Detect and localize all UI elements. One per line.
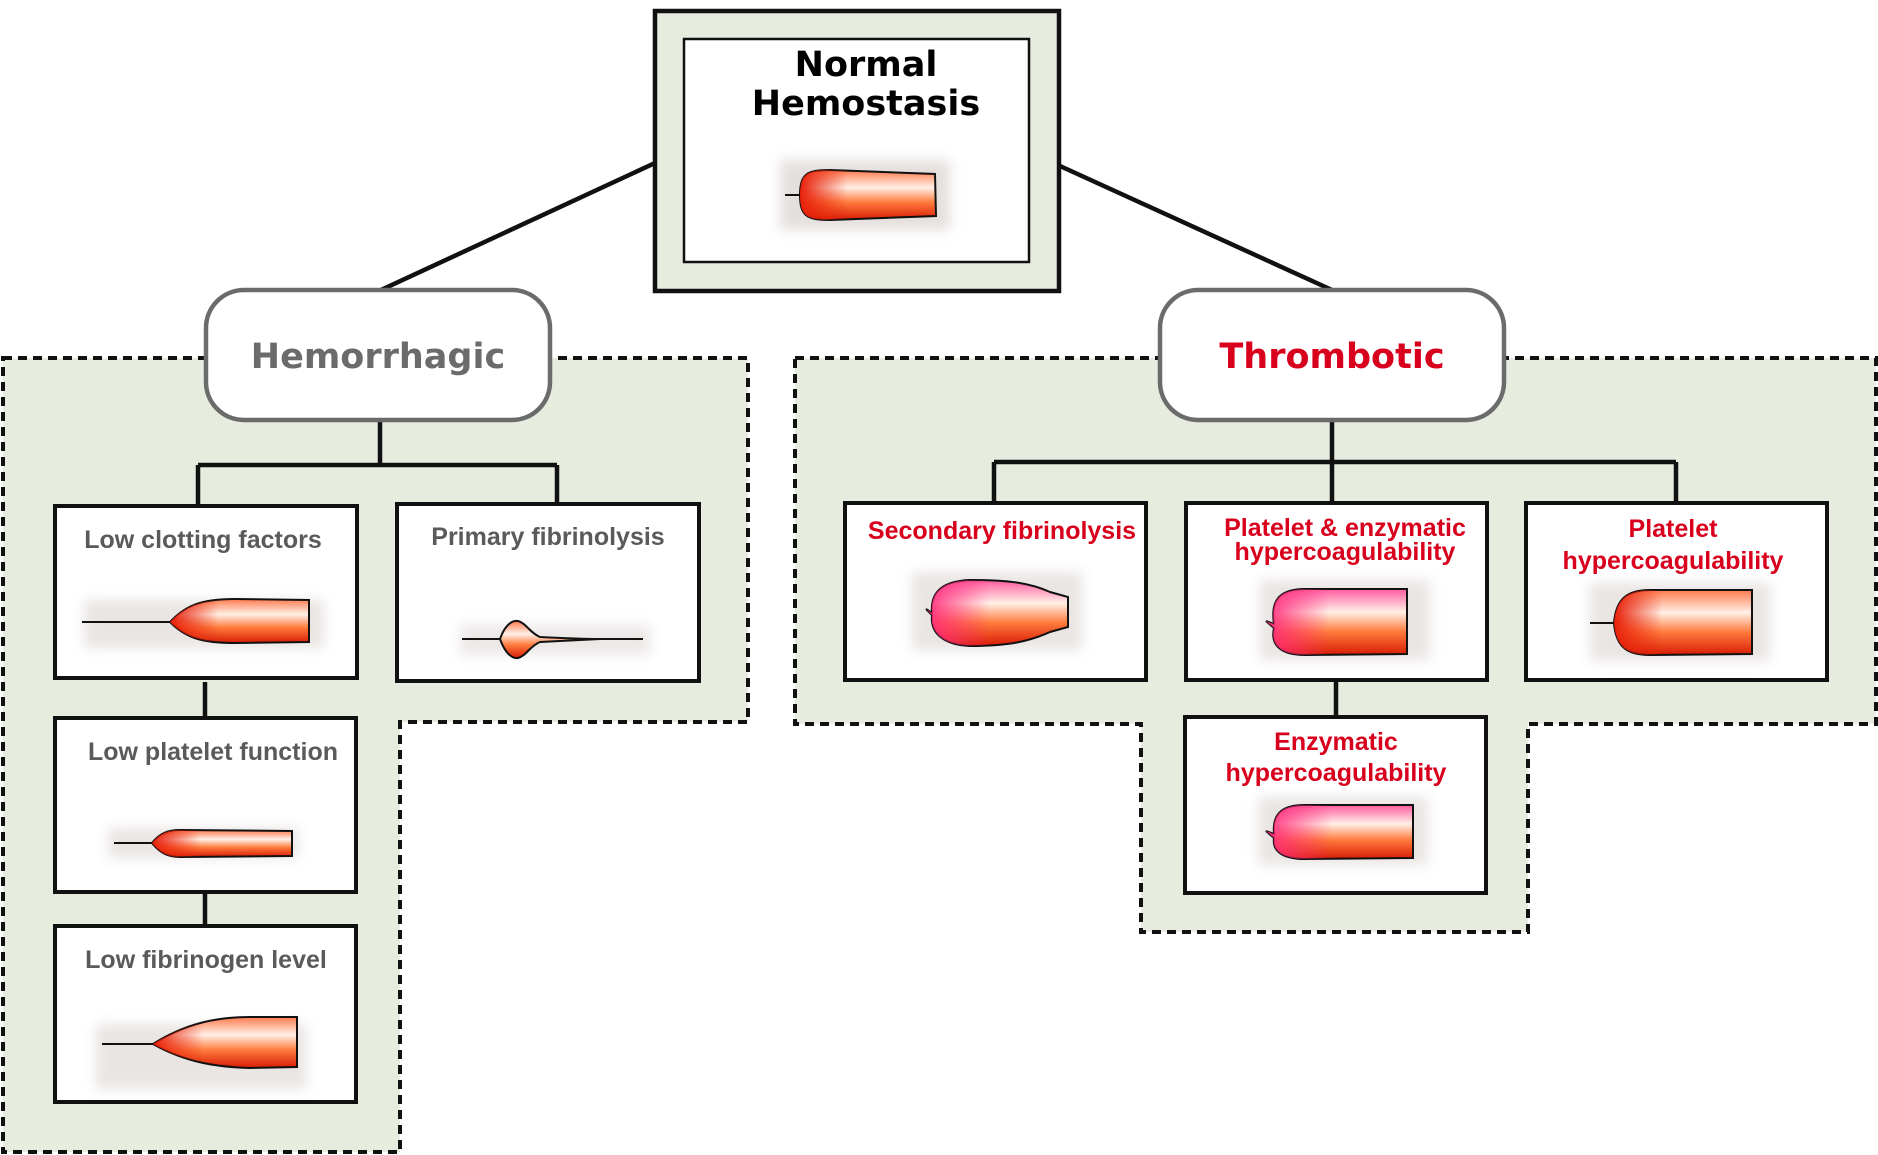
teg-trace-icon	[780, 160, 950, 230]
platelet-enzymatic-label-line1: Platelet & enzymatic	[1224, 514, 1466, 542]
primary-fibrinolysis-node: Primary fibrinolysis	[395, 502, 701, 683]
platelet-hypercoagulability-label-line2: hypercoagulability	[1563, 547, 1784, 575]
low-platelet-function-label: Low platelet function	[88, 738, 338, 766]
teg-trace-icon	[1258, 797, 1428, 865]
low-clotting-factors-label: Low clotting factors	[84, 526, 322, 554]
root-node: Normal Hemostasis	[652, 8, 1062, 294]
platelet-hypercoagulability-label-line1: Platelet	[1629, 515, 1719, 543]
teg-trace-icon	[1590, 583, 1770, 661]
teg-trace-icon	[96, 1016, 306, 1089]
low-platelet-function-node: Low platelet function	[53, 716, 358, 894]
hemorrhagic-title: Hemorrhagic	[251, 337, 505, 377]
enzymatic-hypercoagulability-label-line1: Enzymatic	[1274, 728, 1398, 756]
root-title-line1: Normal	[795, 45, 938, 85]
secondary-fibrinolysis-label: Secondary fibrinolysis	[868, 517, 1136, 545]
platelet-hypercoagulability-node: Platelet hypercoagulability	[1524, 501, 1829, 682]
teg-trace-icon	[460, 619, 650, 660]
low-fibrinogen-level-label: Low fibrinogen level	[85, 946, 327, 974]
primary-fibrinolysis-label: Primary fibrinolysis	[431, 523, 664, 551]
enzymatic-hypercoagulability-label-line2: hypercoagulability	[1226, 759, 1447, 787]
teg-trace-icon	[108, 828, 298, 859]
platelet-enzymatic-hypercoagulability-node: Platelet & enzymatic hypercoagulability	[1184, 501, 1489, 682]
low-fibrinogen-level-node: Low fibrinogen level	[53, 924, 358, 1104]
enzymatic-hypercoagulability-node: Enzymatic hypercoagulability	[1183, 715, 1488, 895]
teg-trace-icon	[912, 572, 1082, 650]
secondary-fibrinolysis-node: Secondary fibrinolysis	[843, 501, 1148, 682]
connectors	[195, 160, 1679, 925]
hemorrhagic-node: Hemorrhagic	[203, 287, 553, 423]
root-title-line2: Hemostasis	[752, 84, 980, 124]
thrombotic-node: Thrombotic	[1157, 287, 1507, 423]
teg-trace-icon	[82, 597, 324, 648]
platelet-enzymatic-label-line2: hypercoagulability	[1235, 538, 1456, 566]
teg-trace-icon	[1260, 580, 1430, 660]
thrombotic-title: Thrombotic	[1219, 337, 1444, 377]
low-clotting-factors-node: Low clotting factors	[53, 504, 359, 680]
